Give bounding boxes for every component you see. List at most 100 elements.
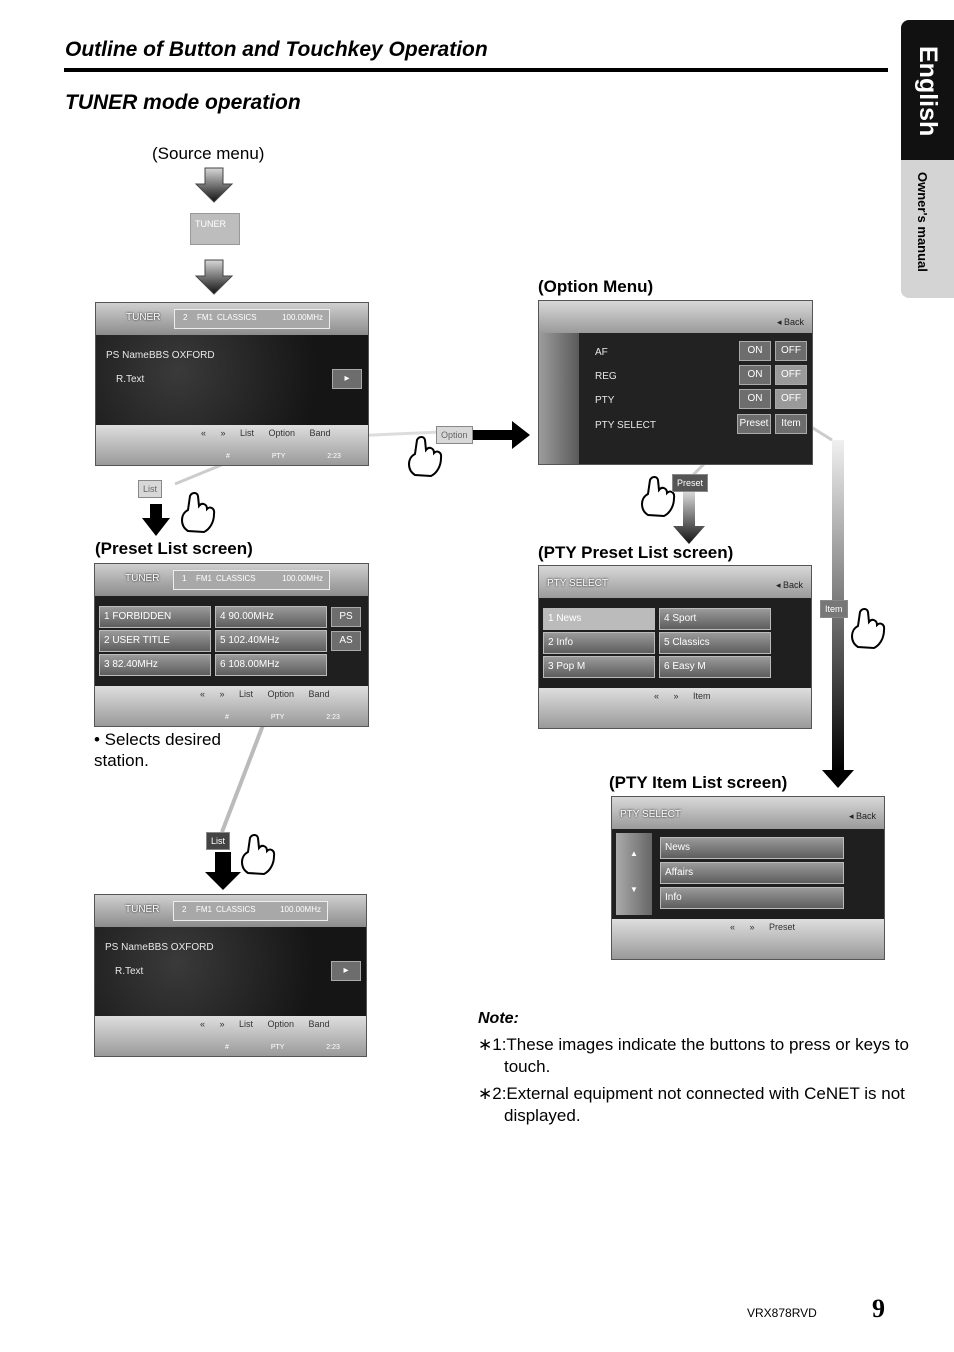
hand-touch-icon xyxy=(851,608,886,650)
pty-preset-item-5[interactable]: 5 Classics xyxy=(659,632,771,654)
af-off-button[interactable]: OFF xyxy=(775,341,807,361)
pty-top-bar: PTY SELECT ◂ Back xyxy=(539,566,811,598)
option-menu-screen: ◂ Back AF ON OFF REG ON OFF PTY ON OFF P… xyxy=(538,300,813,465)
pty-off-button[interactable]: OFF xyxy=(775,389,807,409)
frequency: 100.00MHz xyxy=(282,574,323,583)
item-callout-button[interactable]: Item xyxy=(820,600,848,618)
preset-item-2[interactable]: 2 USER TITLE xyxy=(99,630,211,652)
pty-item-button[interactable]: Item xyxy=(775,414,807,434)
toolbar-buttons[interactable]: « » List Option Band xyxy=(200,689,330,699)
af-on-button[interactable]: ON xyxy=(739,341,771,361)
pty-preset-item-3[interactable]: 3 Pop M xyxy=(543,656,655,678)
screen-toolbar: « » List Option Band # PTY 2:23 xyxy=(95,1016,366,1056)
list-active-callout-button[interactable]: List xyxy=(206,832,231,850)
hand-touch-icon xyxy=(241,834,276,876)
pty-select-label: PTY SELECT xyxy=(595,420,656,431)
rtext-label: R.Text xyxy=(115,966,144,977)
band-label: FM1 xyxy=(197,313,213,322)
toolbar-buttons[interactable]: « » List Option Band xyxy=(200,1019,330,1029)
band-label: FM1 xyxy=(196,905,212,914)
mode-label: TUNER xyxy=(125,904,160,915)
preset-item-4[interactable]: 4 90.00MHz xyxy=(215,606,327,628)
pty-preset-item-6[interactable]: 6 Easy M xyxy=(659,656,771,678)
pty-item-scrollbar[interactable]: ▲ ▼ xyxy=(616,833,652,915)
pty-on-button[interactable]: ON xyxy=(739,389,771,409)
pty-item-info[interactable]: Info xyxy=(660,887,844,909)
ps-name-value: BBS OXFORD xyxy=(148,942,214,953)
station-bar: 2 FM1 CLASSICS 100.00MHz xyxy=(173,901,328,921)
scroll-up-icon[interactable]: ▲ xyxy=(630,849,638,858)
toolbar-buttons[interactable]: « » Item xyxy=(654,691,711,701)
note-2: ∗2:External equipment not connected with… xyxy=(478,1084,905,1125)
language-tab: English Owner's manual xyxy=(901,20,954,298)
preset-list-note: • Selects desired station. xyxy=(94,730,221,770)
screen-body: PS Name BBS OXFORD R.Text ▸ xyxy=(96,335,368,425)
screen-top-bar: TUNER 2 FM1 CLASSICS 100.00MHz xyxy=(95,895,366,927)
reg-off-button[interactable]: OFF xyxy=(775,365,807,385)
option-scrollbar[interactable] xyxy=(539,333,579,464)
pty-item-news[interactable]: News xyxy=(660,837,844,859)
language-label: English xyxy=(914,46,942,137)
preset-callout-button[interactable]: Preset xyxy=(672,474,709,492)
ps-name-value: BBS OXFORD xyxy=(149,350,215,361)
preset-number: 2 xyxy=(182,905,187,914)
rtext-next-button[interactable]: ▸ xyxy=(331,961,361,981)
mode-label: TUNER xyxy=(125,573,160,584)
pty-title: PTY SELECT xyxy=(547,578,608,589)
tuner-source-button[interactable]: TUNER xyxy=(190,213,240,245)
down-arrow-icon xyxy=(194,259,234,295)
mode-label: TUNER xyxy=(126,312,161,323)
hand-touch-icon xyxy=(641,476,676,518)
ps-button[interactable]: PS xyxy=(331,607,361,627)
as-button[interactable]: AS xyxy=(331,631,361,651)
rtext-label: R.Text xyxy=(116,374,145,385)
down-arrow-icon xyxy=(673,492,705,544)
scroll-down-icon[interactable]: ▼ xyxy=(630,885,638,894)
screen-body: PS Name BBS OXFORD R.Text ▸ xyxy=(95,927,366,1016)
status-line: # PTY 2:23 xyxy=(225,1044,340,1051)
list-callout-button[interactable]: List xyxy=(138,480,163,498)
preset-item-3[interactable]: 3 82.40MHz xyxy=(99,654,211,676)
tuner-screen: TUNER 2 FM1 CLASSICS 100.00MHz PS Name B… xyxy=(95,302,369,466)
pty-preset-item-1[interactable]: 1 News xyxy=(543,608,655,630)
option-top-bar: ◂ Back xyxy=(539,301,812,333)
page-header-title: Outline of Button and Touchkey Operation xyxy=(65,38,488,61)
toolbar-buttons[interactable]: « » List Option Band xyxy=(201,428,331,438)
back-button[interactable]: ◂ Back xyxy=(775,580,803,590)
down-arrow-icon xyxy=(142,504,170,536)
screen-top-bar: TUNER 2 FM1 CLASSICS 100.00MHz xyxy=(96,303,368,335)
station-name: CLASSICS xyxy=(216,905,256,914)
station-bar: 1 FM1 CLASSICS 100.00MHz xyxy=(173,570,330,590)
pty-preset-item-2[interactable]: 2 Info xyxy=(543,632,655,654)
preset-item-5[interactable]: 5 102.40MHz xyxy=(215,630,327,652)
model-number: VRX878RVD xyxy=(747,1306,817,1320)
pty-item-affairs[interactable]: Affairs xyxy=(660,862,844,884)
pty-top-bar: PTY SELECT ◂ Back xyxy=(612,797,884,829)
toolbar-buttons[interactable]: « » Preset xyxy=(730,922,796,932)
right-arrow-icon xyxy=(468,421,530,449)
pty-preset-button[interactable]: Preset xyxy=(737,414,771,434)
pty-title: PTY SELECT xyxy=(620,809,681,820)
section-title: TUNER mode operation xyxy=(65,91,301,114)
station-name: CLASSICS xyxy=(216,574,256,583)
preset-number: 2 xyxy=(183,313,188,322)
preset-item-1[interactable]: 1 FORBIDDEN xyxy=(99,606,211,628)
reg-on-button[interactable]: ON xyxy=(739,365,771,385)
pty-preset-item-4[interactable]: 4 Sport xyxy=(659,608,771,630)
option-callout-button[interactable]: Option xyxy=(436,426,473,444)
hand-touch-icon xyxy=(181,492,216,534)
source-menu-caption: (Source menu) xyxy=(152,144,265,163)
pty-preset-screen: PTY SELECT ◂ Back 1 News 2 Info 3 Pop M … xyxy=(538,565,812,729)
station-bar: 2 FM1 CLASSICS 100.00MHz xyxy=(174,309,330,329)
rtext-next-button[interactable]: ▸ xyxy=(332,369,362,389)
preset-item-6[interactable]: 6 108.00MHz xyxy=(215,654,327,676)
pty-item-screen: PTY SELECT ◂ Back ▲ ▼ News Affairs Info … xyxy=(611,796,885,960)
connector-line xyxy=(220,711,270,833)
down-arrow-icon xyxy=(194,167,234,203)
screen-toolbar: « » List Option Band # PTY 2:23 xyxy=(96,425,368,465)
back-button[interactable]: ◂ Back xyxy=(776,317,804,327)
back-button[interactable]: ◂ Back xyxy=(848,811,876,821)
header-rule xyxy=(64,68,888,72)
screen-toolbar: « » Item xyxy=(539,688,811,728)
manual-tab: Owner's manual xyxy=(901,160,954,298)
